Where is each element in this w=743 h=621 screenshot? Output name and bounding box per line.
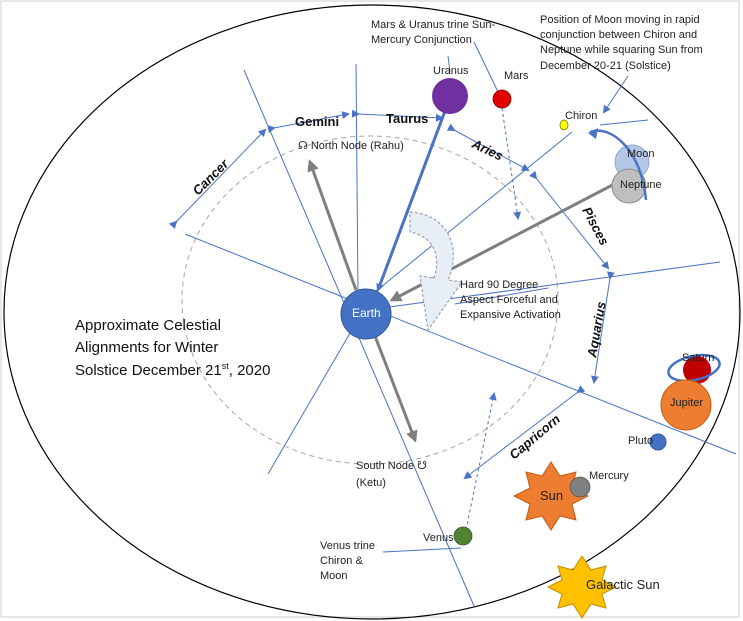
chiron-label: Chiron xyxy=(565,110,597,122)
alignment-line xyxy=(184,233,737,455)
mars-trine-arrow xyxy=(501,107,522,220)
jupiter-planet xyxy=(660,379,712,431)
uranus-callout-line xyxy=(447,55,451,73)
aries-span-arrow xyxy=(446,123,530,171)
title-line1: Approximate Celestial xyxy=(75,317,221,334)
inner-dashed-ellipse xyxy=(181,135,559,465)
mars-callout-line xyxy=(473,41,499,93)
pisces-span-arrow xyxy=(529,170,610,270)
earth-label: Earth xyxy=(352,306,381,320)
title-line3: Solstice December 21st, 2020 xyxy=(75,361,270,379)
jupiter-label: Jupiter xyxy=(670,397,703,409)
uranus-earth-arrow xyxy=(376,102,450,292)
moon-callout-line xyxy=(599,119,649,126)
zodiac-gemini: Gemini xyxy=(295,114,339,129)
chiron-planet xyxy=(559,119,569,131)
venus-trine-arrow xyxy=(465,392,497,531)
aquarius-span-arrow xyxy=(590,271,615,384)
venus-planet xyxy=(453,526,473,546)
zodiac-taurus: Taurus xyxy=(386,111,428,126)
south-node-arrow xyxy=(373,335,418,443)
hard90-callout-line xyxy=(454,287,549,305)
mars-uranus-note-line1: Mars & Uranus trine Sun- xyxy=(371,19,495,31)
outer-orbit-ellipse xyxy=(3,4,741,620)
gemini-span-arrow xyxy=(267,111,350,134)
moon-label: Moon xyxy=(627,148,655,160)
earth-planet xyxy=(340,288,392,340)
saturn-label: Saturn xyxy=(682,352,714,364)
uranus-label: Uranus xyxy=(433,65,469,77)
venus-label: Venus xyxy=(423,532,454,544)
title-line3-superscript: st xyxy=(222,361,230,371)
north-node-label: ☊ North Node (Rahu) xyxy=(298,140,404,152)
uranus-planet xyxy=(432,78,468,114)
title-line2: Alignments for Winter xyxy=(75,339,218,356)
north-node-arrow xyxy=(307,159,358,291)
trine-dashed-arrows xyxy=(465,107,522,531)
cancer-span-arrow xyxy=(168,128,267,230)
moon-position-note-line4: December 20-21 (Solstice) xyxy=(540,60,671,72)
hard-aspect-note-line3: Expansive Activation xyxy=(460,309,561,321)
alignment-line xyxy=(359,131,573,305)
venus-trine-note-line1: Venus trine xyxy=(320,540,375,552)
capricorn-span-arrow xyxy=(463,385,586,480)
moon-position-note-line1: Position of Moon moving in rapid xyxy=(540,14,700,26)
hard-aspect-curved-arrow xyxy=(409,211,464,332)
mercury-label: Mercury xyxy=(589,470,629,482)
pluto-label: Pluto xyxy=(628,435,653,447)
alignment-line xyxy=(355,63,359,297)
venus-trine-note-line2: Chiron & xyxy=(320,555,363,567)
neptune-planet xyxy=(611,168,647,204)
taurus-span-arrow xyxy=(351,109,444,122)
neptune-label: Neptune xyxy=(620,179,662,191)
hard-aspect-note-line1: Hard 90 Degree xyxy=(460,279,538,291)
moon-note-arrow xyxy=(602,75,629,114)
zodiac-arrows xyxy=(168,109,615,480)
title-line3-main: Solstice December 21 xyxy=(75,362,222,379)
title-line3-end: , 2020 xyxy=(229,362,271,379)
venus-callout-line xyxy=(382,547,462,553)
galactic-sun-label: Galactic Sun xyxy=(586,577,660,592)
south-node-label-2: (Ketu) xyxy=(356,477,386,489)
pluto-planet xyxy=(649,433,667,451)
mercury-planet xyxy=(569,476,591,498)
mars-uranus-note-line2: Mercury Conjunction xyxy=(371,34,472,46)
moon-orbit-arrowhead xyxy=(588,128,598,139)
alignment-line xyxy=(267,315,361,475)
galactic-sun-star xyxy=(546,555,618,619)
mars-planet xyxy=(492,89,512,109)
sun-label: Sun xyxy=(540,488,563,503)
hard-aspect-note-line2: Aspect Forceful and xyxy=(460,294,558,306)
south-node-label: South Node ☋ xyxy=(356,460,427,472)
mars-label: Mars xyxy=(504,70,529,82)
moon-position-note-line2: conjunction between Chiron and xyxy=(540,29,697,41)
venus-trine-note-line3: Moon xyxy=(320,570,348,582)
moon-position-note-line3: Neptune while squaring Sun from xyxy=(540,44,703,56)
saturn-ring xyxy=(667,353,721,383)
